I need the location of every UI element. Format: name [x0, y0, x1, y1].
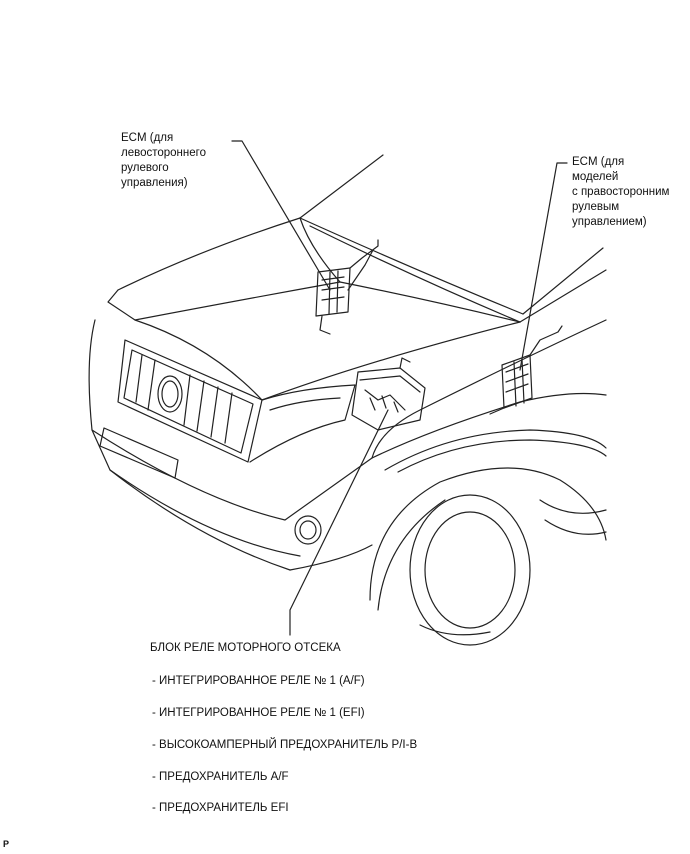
- fender-outline: [371, 319, 607, 535]
- leader-lines: [231, 140, 568, 636]
- relay-item: - ПРЕДОХРАНИТЕЛЬ A/F: [152, 771, 289, 783]
- relay-item: - ПРЕДОХРАНИТЕЛЬ EFI: [152, 802, 289, 814]
- relay-block-label: БЛОК РЕЛЕ МОТОРНОГО ОТСЕКА: [150, 642, 341, 654]
- relay-item: - ИНТЕГРИРОВАННОЕ РЕЛЕ № 1 (A/F): [152, 675, 365, 687]
- right-ecm-label-line: рулевым: [572, 201, 620, 213]
- wheel-outline: [369, 467, 607, 646]
- relay-item: - ИНТЕГРИРОВАННОЕ РЕЛЕ № 1 (EFI): [152, 707, 365, 719]
- right-ecm-label-line: управлением): [572, 216, 647, 228]
- right-ecm-component: [489, 325, 563, 415]
- left-ecm-label-line: управления): [121, 177, 188, 189]
- right-ecm-label-line: с правосторонним: [572, 186, 670, 198]
- leader-relay-block: [289, 409, 389, 636]
- bumper-outline: [88, 319, 373, 571]
- hood-outline: [107, 217, 521, 401]
- leader-left-ecm: [231, 140, 331, 291]
- left-ecm-component: [315, 239, 379, 335]
- figure-code: P: [3, 839, 10, 849]
- left-ecm-label: ECM (для левостороннего рулевого управле…: [121, 131, 206, 191]
- left-ecm-label-line: рулевого: [121, 162, 169, 174]
- right-ecm-label-line: ECM (для: [572, 156, 625, 168]
- left-ecm-label-line: левостороннего: [121, 147, 206, 159]
- left-ecm-label-line: ECM (для: [121, 132, 174, 144]
- right-ecm-label: ECM (для моделей с правосторонним рулевы…: [572, 155, 669, 230]
- relay-block-component: [351, 357, 426, 431]
- windshield-outline: [299, 154, 607, 323]
- relay-item: - ВЫСОКОАМПЕРНЫЙ ПРЕДОХРАНИТЕЛЬ P/I-B: [152, 739, 418, 751]
- grille-outline: [117, 339, 263, 463]
- headlight-outline: [249, 384, 356, 463]
- right-ecm-label-line: моделей: [572, 171, 619, 183]
- leader-right-ecm: [519, 162, 568, 371]
